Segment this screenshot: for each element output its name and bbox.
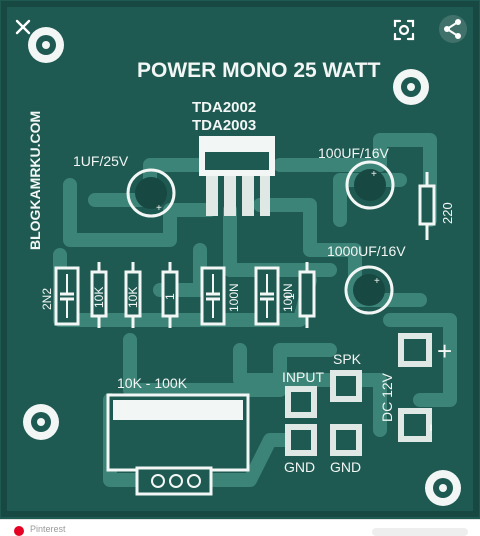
label-1000uf: 1000UF/16V — [327, 243, 406, 259]
visual-search-icon — [393, 19, 415, 41]
label-10k-b: 10K — [126, 287, 140, 308]
ic-label-tda2003: TDA2003 — [192, 117, 256, 134]
svg-text:+: + — [374, 276, 380, 287]
label-gnd-a: GND — [284, 459, 315, 475]
bottom-strip: Pinterest — [0, 519, 480, 536]
source-label[interactable]: Pinterest — [30, 524, 66, 534]
label-spk: SPK — [333, 351, 362, 367]
ic-footprint — [199, 136, 275, 216]
svg-text:+: + — [371, 169, 377, 180]
capacitor-1000uf: + — [344, 265, 394, 315]
component-row — [54, 262, 316, 328]
action-pill[interactable] — [372, 528, 468, 536]
share-icon — [439, 15, 467, 43]
pcb-board: POWER MONO 25 WATT BLOGKAMRKU.COM TDA200… — [0, 0, 480, 520]
label-220: 220 — [440, 202, 455, 224]
label-1-b: 1 — [283, 293, 297, 300]
label-input: INPUT — [282, 369, 324, 385]
close-icon — [15, 19, 31, 35]
label-10k-a: 10K — [92, 287, 106, 308]
label-plus: + — [437, 336, 452, 366]
ic-label-tda2002: TDA2002 — [192, 99, 256, 116]
share-button[interactable] — [438, 14, 468, 44]
label-100uf: 100UF/16V — [318, 145, 389, 161]
capacitor-1uf: + — [126, 168, 176, 218]
label-1-a: 1 — [163, 293, 177, 300]
visual-search-button[interactable] — [390, 16, 418, 44]
capacitor-100uf: + — [345, 160, 395, 210]
mounting-holes — [23, 27, 461, 506]
label-1uf: 1UF/25V — [73, 153, 129, 169]
label-100n-a: 100N — [227, 283, 241, 312]
side-website-label: BLOGKAMRKU.COM — [27, 111, 43, 250]
label-pot: 10K - 100K — [117, 375, 188, 391]
svg-text:+: + — [156, 203, 162, 214]
label-2n2: 2N2 — [40, 288, 54, 310]
board-title: POWER MONO 25 WATT — [137, 59, 381, 82]
close-button[interactable] — [12, 16, 34, 38]
resistor-220 — [418, 172, 436, 240]
potentiometer-footprint — [106, 393, 250, 496]
label-100n-b: 100N — [281, 283, 295, 312]
connector-pads — [285, 333, 432, 456]
label-gnd-b: GND — [330, 459, 361, 475]
label-dc-12v: DC 12V — [379, 372, 395, 422]
pinterest-logo-icon — [14, 526, 24, 536]
label-minus: - — [414, 423, 444, 432]
